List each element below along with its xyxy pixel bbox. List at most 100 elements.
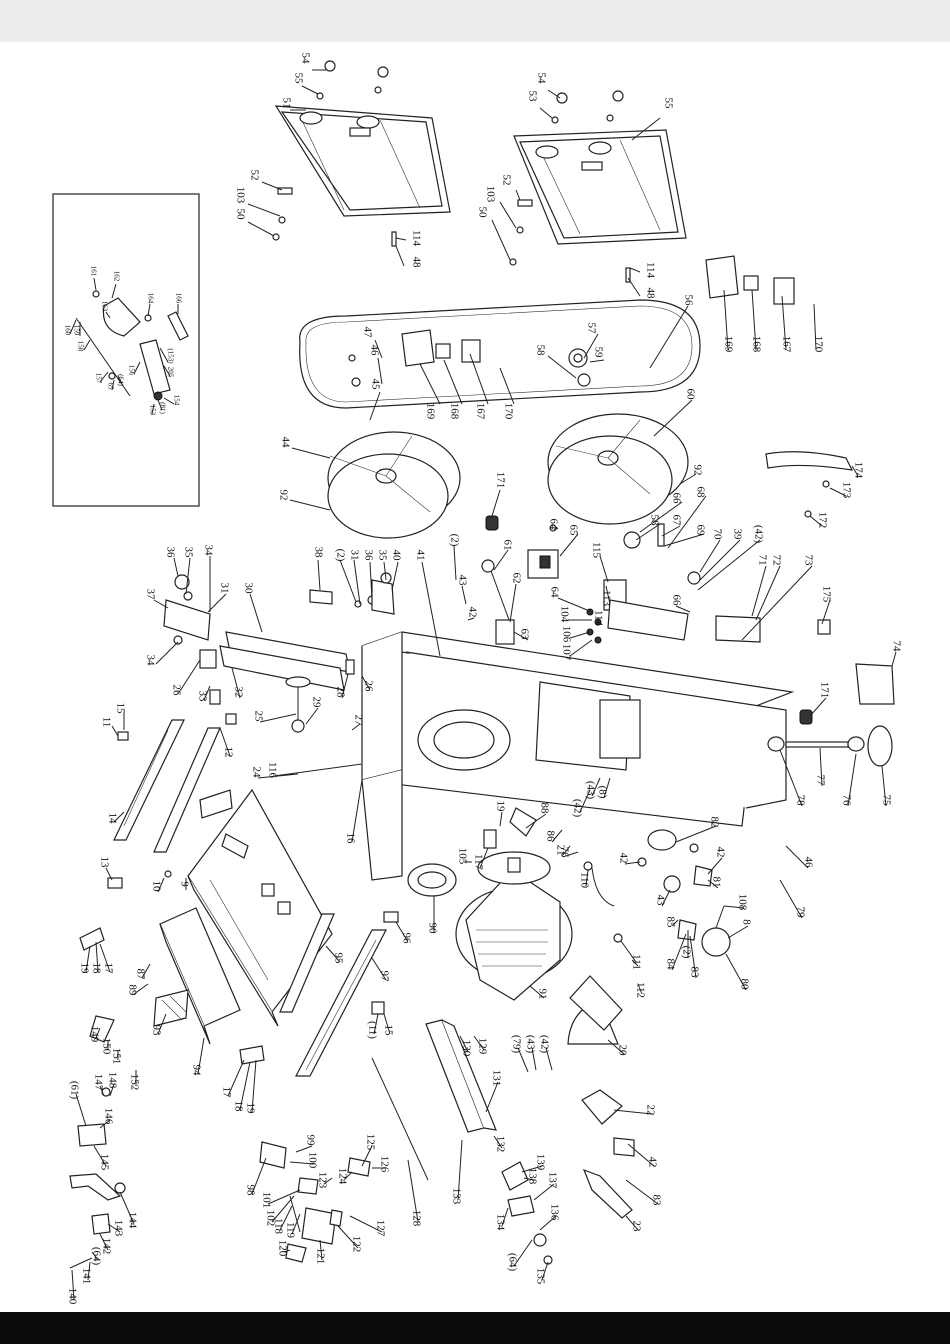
part-callout-58: 38 [312,547,324,559]
part-callout-52: 71 [756,555,768,566]
part-callout-141: 91 [536,989,548,1000]
part-callout-193: 143 [112,1220,124,1237]
part-callout-60: 31 [348,550,360,561]
part-callout-65: 43 [456,575,468,587]
belt-88 [483,807,537,849]
top-margin-bar [0,0,950,42]
inset-callout-9: 156 [127,365,135,376]
part-callout-129: 84 [664,959,676,971]
part-callout-146: (11) [366,1021,378,1039]
inset-blade-guard-drawing [69,277,189,415]
part-callout-48: 39 [731,529,743,541]
part-callout-102: (43) [584,781,596,800]
part-callout-72: 114 [592,610,604,627]
part-callout-23: 57 [585,323,597,335]
upper-wheel [327,431,461,539]
part-callout-98: 76 [840,795,852,807]
part-callout-140: 89 [126,985,138,997]
part-callout-54: 73 [802,555,814,567]
part-callout-109: 82 [708,817,720,828]
part-callout-59: (2) [334,549,346,562]
part-callout-170: 132 [494,1136,506,1153]
part-callout-113: 110 [578,872,590,889]
knob-lower [799,709,813,725]
part-callout-18: 45 [369,379,381,391]
clamp-83-upper [677,919,697,941]
part-callout-41: 174 [852,462,864,479]
part-callout-147: 15 [382,1025,394,1037]
leader-lines [71,69,897,1301]
part-callout-151: (79) [510,1035,522,1054]
part-callout-139: 87 [134,969,146,981]
part-callout-157: (61) [68,1081,80,1100]
part-callout-142: 93 [150,1025,162,1037]
fence-rail-long [295,929,387,1077]
part-callout-134: 17 [102,963,114,975]
inset-callout-15: (81) [158,402,166,414]
pulley-plate-90 [407,863,457,897]
part-callout-96: 78 [794,795,806,807]
part-callout-167: 100 [306,1152,318,1169]
part-callout-163: 19 [244,1103,256,1115]
guide-cover [309,572,395,675]
part-callout-192: 144 [126,1212,138,1229]
part-callout-97: 77 [814,775,826,787]
part-callout-44: 64 [547,519,559,531]
part-callout-45: 65 [567,525,579,537]
bracket-81 [637,843,713,893]
quick-release-lever [285,676,311,733]
part-callout-191: 23 [630,1221,642,1233]
part-callout-128: (2) [680,946,692,959]
inset-callout-3: 166 [174,293,182,304]
part-callout-183: 127 [374,1220,386,1237]
part-callout-20: 168 [448,403,460,420]
clamp-17-18-19 [79,927,265,1065]
part-callout-8: 54 [535,73,547,85]
inset-callout-13: 65 [106,383,114,391]
part-callout-19: 169 [424,403,436,420]
part-callout-152: (43) [524,1035,536,1054]
part-callout-82: 26 [170,685,182,697]
part-callout-63: 40 [390,550,402,562]
inset-callout-10: 205 [166,367,174,378]
table-rail-front [113,719,185,841]
part-callout-68: 104 [558,606,570,623]
inset-callout-8: (153) [166,348,174,364]
part-callout-33: 60 [684,389,696,401]
part-callout-124: 8 [740,919,752,925]
part-callout-166: 99 [304,1135,316,1147]
part-callout-46: 115 [590,542,602,559]
blade-bearing-set [568,348,591,387]
inset-callout-2: 164 [146,293,154,304]
part-callout-69: 106 [560,626,572,643]
part-callout-labels: 5455515210350114485453555210350114484746… [66,53,902,1305]
part-callout-164: 22 [644,1105,656,1116]
guide-assembly-98-127 [259,1141,371,1263]
part-callout-95: 116 [266,762,278,779]
part-callout-104: (42) [571,799,583,818]
part-callout-83: 33 [196,691,208,703]
part-callout-189: 136 [548,1204,560,1221]
part-callout-28: 168 [750,336,762,353]
part-callout-34: 171 [494,472,506,489]
part-callout-62: 35 [376,550,388,562]
part-callout-2: 51 [280,98,292,109]
part-callout-88: 29 [310,697,322,709]
inset-callout-1: 162 [112,271,120,282]
part-callout-27: 169 [722,336,734,353]
part-callout-179: 119 [284,1222,296,1239]
part-callout-126: 90 [426,923,438,935]
part-callout-116: 46 [802,857,814,869]
part-callout-15: 48 [644,288,656,300]
inset-box [52,193,200,507]
lock-handle-23 [582,1137,635,1219]
handwheel-74 [855,663,895,705]
part-callout-79: 63 [518,629,530,641]
part-callout-159: 148 [106,1072,118,1089]
part-callout-182: 122 [350,1236,362,1253]
inset-callout-4: 163 [100,301,108,312]
part-callout-66: 62 [510,573,522,584]
part-callout-4: 103 [234,187,246,204]
part-callout-86: 26 [362,681,374,693]
